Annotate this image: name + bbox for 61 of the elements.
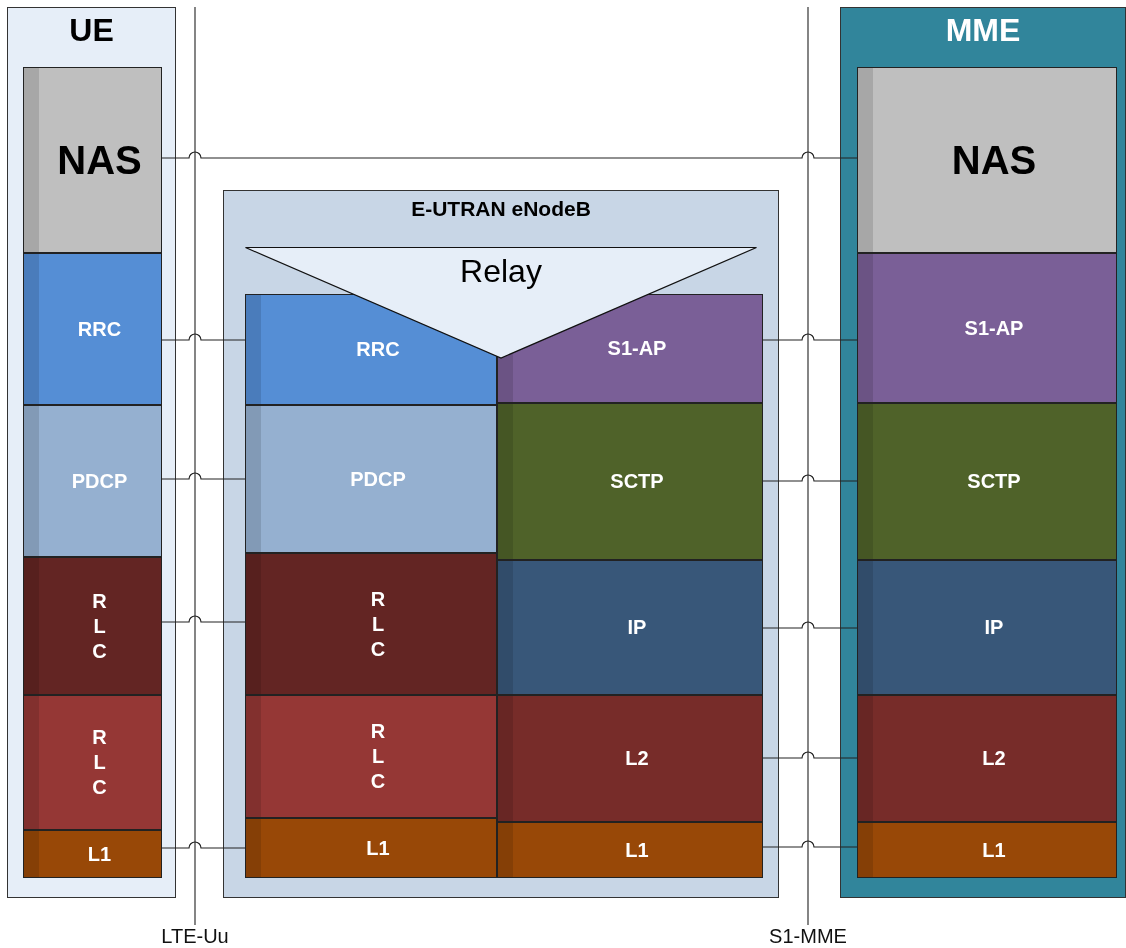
layer-label: R L C	[91, 588, 108, 664]
protocol-layer-block	[497, 695, 763, 822]
layer-label: L1	[624, 838, 649, 862]
protocol-layer-block	[497, 403, 763, 560]
connector-line	[161, 151, 858, 159]
connector-line	[762, 840, 858, 848]
layer-label: IP	[626, 616, 647, 639]
protocol-layer-block	[857, 560, 1117, 695]
layer-label: SCTP	[966, 470, 1021, 493]
layer-label: S1-AP	[606, 337, 667, 360]
protocol-layer-block	[23, 405, 162, 557]
interface-label: S1-MME	[769, 925, 847, 948]
layer-label: PDCP	[70, 469, 128, 493]
protocol-layer-block	[497, 822, 763, 878]
connector-line	[161, 841, 246, 849]
entity-title: E-UTRAN eNodeB	[411, 197, 591, 221]
layer-label: NAS	[950, 137, 1037, 183]
connector-line	[762, 751, 858, 759]
protocol-layer-block	[857, 403, 1117, 560]
layer-label: R L C	[91, 725, 108, 800]
protocol-layer-block	[245, 695, 497, 818]
entity-title: MME	[945, 12, 1021, 49]
protocol-layer-block	[497, 560, 763, 695]
layer-label: R L C	[369, 719, 387, 794]
protocol-layer-block	[857, 67, 1117, 253]
connector-line	[762, 621, 858, 629]
layer-label: SCTP	[609, 470, 664, 493]
protocol-layer-block	[23, 253, 162, 405]
protocol-layer-block	[23, 695, 162, 830]
relay-label: Relay	[460, 253, 542, 290]
protocol-layer-block	[245, 818, 497, 878]
protocol-layer-block	[245, 405, 497, 553]
layer-label: PDCP	[349, 467, 406, 491]
connector-line	[762, 333, 858, 341]
layer-label: RRC	[76, 317, 122, 341]
layer-label: NAS	[56, 137, 142, 183]
layer-label: L1	[365, 836, 390, 860]
protocol-layer-block	[857, 822, 1117, 878]
network-entity-panel	[7, 7, 176, 898]
entity-title: UE	[69, 12, 114, 49]
layer-label: RRC	[355, 338, 400, 361]
protocol-layer-block	[23, 67, 162, 253]
connector-line	[161, 615, 246, 623]
layer-label: IP	[983, 616, 1004, 639]
protocol-layer-block	[23, 830, 162, 878]
layer-label: S1-AP	[963, 316, 1024, 340]
protocol-layer-block	[23, 557, 162, 695]
connector-line	[762, 474, 858, 482]
layer-label: R L C	[369, 586, 387, 662]
network-entity-panel	[840, 7, 1126, 898]
network-entity-panel	[223, 190, 779, 898]
layer-label: L2	[981, 747, 1006, 770]
protocol-layer-block	[245, 553, 497, 695]
connector-line	[161, 472, 246, 480]
protocol-layer-block	[857, 253, 1117, 403]
connector-line	[161, 333, 246, 341]
layer-label: L1	[86, 842, 112, 866]
layer-label: L2	[624, 747, 649, 770]
layer-label: L1	[981, 838, 1006, 862]
protocol-layer-block	[857, 695, 1117, 822]
interface-label: LTE-Uu	[161, 925, 229, 948]
